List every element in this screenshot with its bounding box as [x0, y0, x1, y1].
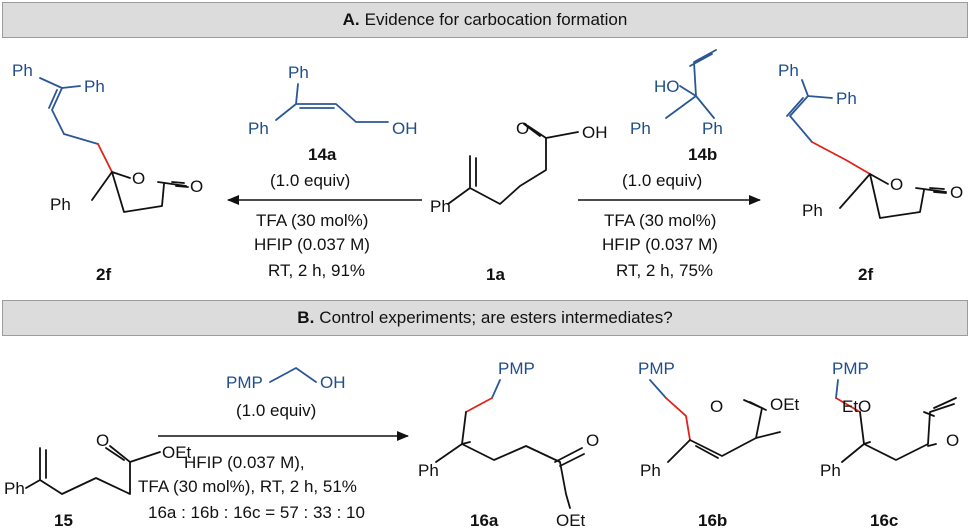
- carbonyl-oxygen: O: [946, 431, 959, 450]
- compound-16b-label: 16b: [698, 511, 727, 530]
- right-cond-1: TFA (30 mol%): [604, 211, 716, 230]
- reagent-14b: HO Ph Ph: [630, 49, 723, 138]
- ring-oxygen: O: [132, 169, 145, 188]
- reagent-14a: Ph Ph OH: [248, 63, 418, 138]
- compound-15-label: 15: [54, 511, 73, 530]
- ph-label: Ph: [640, 461, 661, 480]
- carbonyl-oxygen: O: [96, 431, 109, 450]
- ph-label: Ph: [836, 89, 857, 108]
- ph-label: Ph: [84, 77, 105, 96]
- right-cond-2: HFIP (0.037 M): [602, 235, 718, 254]
- right-equiv: (1.0 equiv): [622, 171, 702, 190]
- hydroxyl-label: OH: [392, 119, 418, 138]
- carbonyl-oxygen: O: [190, 177, 203, 196]
- ethoxy-label: EtO: [842, 397, 871, 416]
- ring-oxygen: O: [890, 175, 903, 194]
- compound-14a-label: 14a: [308, 145, 337, 164]
- right-cond-3: RT, 2 h, 75%: [616, 261, 713, 280]
- pmp-label: PMP: [226, 373, 263, 392]
- carbonyl-oxygen: O: [586, 431, 599, 450]
- ph-label: Ph: [4, 479, 25, 498]
- compound-2f-right-label: 2f: [858, 265, 873, 284]
- section-a-title: Evidence for carbocation formation: [364, 10, 628, 29]
- product-2f-right: Ph Ph O O Ph 2f: [778, 61, 963, 284]
- ethoxy-label: OEt: [770, 395, 800, 414]
- pmp-label: PMP: [638, 359, 675, 378]
- section-a-letter: A.: [342, 10, 360, 29]
- carbonyl-oxygen: O: [516, 119, 529, 138]
- hydroxyl-label: OH: [320, 373, 346, 392]
- hydroxyl-label: OH: [582, 123, 608, 142]
- ph-label: Ph: [702, 119, 723, 138]
- b-cond-2: TFA (30 mol%), RT, 2 h, 51%: [138, 477, 357, 496]
- section-b-title: Control experiments; are esters intermed…: [319, 308, 673, 327]
- ph-label: Ph: [820, 461, 841, 480]
- pmp-label: PMP: [832, 359, 869, 378]
- left-equiv: (1.0 equiv): [270, 171, 350, 190]
- ph-label: Ph: [288, 63, 309, 82]
- section-b-letter: B.: [297, 308, 315, 327]
- carbonyl-oxygen: O: [950, 183, 963, 202]
- section-b-header: B. Control experiments; are esters inter…: [2, 300, 968, 336]
- reagent-pmp-methanol: PMP OH: [226, 367, 346, 392]
- b-equiv: (1.0 equiv): [236, 401, 316, 420]
- ph-label: Ph: [778, 61, 799, 80]
- compound-16c-label: 16c: [870, 511, 898, 530]
- compound-2f-left-label: 2f: [96, 265, 111, 284]
- product-16a: PMP O OEt Ph 16a: [418, 359, 599, 530]
- compound-1a-label: 1a: [486, 265, 505, 284]
- product-16c: PMP EtO O Ph 16c: [820, 359, 959, 530]
- ho-label: HO: [654, 77, 680, 96]
- starting-material-1a: O OH Ph 1a: [430, 119, 608, 284]
- ph-label: Ph: [802, 201, 823, 220]
- left-cond-3: RT, 2 h, 91%: [268, 261, 365, 280]
- compound-16a-label: 16a: [470, 511, 499, 530]
- product-2f-left: Ph Ph O O Ph 2f: [12, 61, 203, 284]
- ratio-line: 16a : 16b : 16c = 57 : 33 : 10: [148, 503, 365, 522]
- ph-label: Ph: [430, 197, 451, 216]
- product-16b: PMP O OEt Ph 16b: [638, 359, 800, 530]
- section-a-header: A. Evidence for carbocation formation: [2, 2, 968, 38]
- ph-label: Ph: [248, 119, 269, 138]
- ph-label: Ph: [418, 461, 439, 480]
- compound-14b-label: 14b: [688, 145, 717, 164]
- b-cond-1: HFIP (0.037 M),: [184, 453, 305, 472]
- ethoxy-label: OEt: [556, 511, 586, 530]
- left-cond-2: HFIP (0.037 M): [254, 235, 370, 254]
- ester-15: O OEt Ph 15: [4, 431, 192, 530]
- left-cond-1: TFA (30 mol%): [256, 211, 368, 230]
- ph-label: Ph: [50, 195, 71, 214]
- pmp-label: PMP: [498, 359, 535, 378]
- ph-label: Ph: [12, 61, 33, 80]
- ph-label: Ph: [630, 119, 651, 138]
- ethoxy-label: OEt: [162, 443, 192, 462]
- carbonyl-oxygen: O: [710, 397, 723, 416]
